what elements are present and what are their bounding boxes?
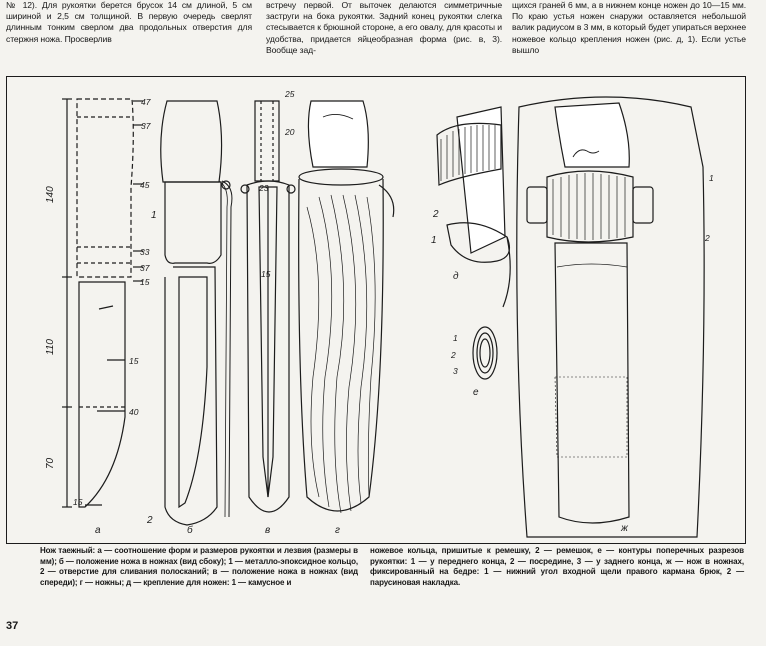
dim-37: 37 xyxy=(141,121,151,131)
label-b: б xyxy=(187,524,193,536)
dim-110: 110 xyxy=(45,339,56,355)
dim-37b: 37 xyxy=(140,263,150,273)
label-g: г xyxy=(335,525,340,536)
dim-23: 23 xyxy=(258,183,269,193)
drawing-e xyxy=(436,106,511,308)
caption-left: Нож таежный: а — соотношение форм и разм… xyxy=(40,546,358,587)
part-zh-1: 1 xyxy=(709,173,714,183)
text-column-3: щихся граней 6 мм, а в нижнем конце ноже… xyxy=(512,0,746,55)
label-a: а xyxy=(95,525,101,536)
dim-33: 33 xyxy=(140,247,150,257)
dim-15d: 15 xyxy=(261,269,271,279)
part-zh-2: 2 xyxy=(704,233,710,243)
dim-15a: 15 xyxy=(140,277,150,287)
drawing-a xyxy=(62,98,143,508)
label-v: в xyxy=(265,525,270,536)
wood-grain xyxy=(306,194,376,514)
label-zh: ж xyxy=(620,523,629,534)
dim-47: 47 xyxy=(141,97,151,107)
text-column-2: встречу первой. От выточек делаются симм… xyxy=(266,0,502,55)
part-e-1: 1 xyxy=(453,333,458,343)
knife-illustration: 140 110 70 47 37 45 33 37 15 15 40 15 а … xyxy=(45,89,714,538)
drawing-c xyxy=(240,100,296,513)
part-b-1: 1 xyxy=(151,210,157,221)
drawing-b xyxy=(160,100,233,526)
dim-25: 25 xyxy=(284,89,295,99)
dim-70: 70 xyxy=(45,457,56,469)
part-e-2: 2 xyxy=(450,350,456,360)
part-e-3: 3 xyxy=(453,366,458,376)
dim-45: 45 xyxy=(140,180,150,190)
page-number: 37 xyxy=(6,620,19,632)
part-d-1: 1 xyxy=(431,235,437,246)
caption-right: ножевое кольца, пришитые к ремешку, 2 — … xyxy=(370,546,744,587)
figure-frame: 140 110 70 47 37 45 33 37 15 15 40 15 а … xyxy=(6,76,746,544)
label-d: д xyxy=(453,271,459,282)
label-e: е xyxy=(473,387,479,398)
dim-15c: 15 xyxy=(73,497,83,507)
dim-140: 140 xyxy=(45,186,56,203)
dim-15b: 15 xyxy=(129,356,139,366)
dim-40: 40 xyxy=(129,407,139,417)
part-d-2: 2 xyxy=(432,209,439,220)
drawing-d xyxy=(298,100,395,514)
drawing-g xyxy=(516,96,705,538)
drawing-f xyxy=(472,326,498,380)
text-column-1: № 12). Для рукоятки берется брусок 14 см… xyxy=(6,0,252,44)
dim-20: 20 xyxy=(284,127,295,137)
part-b-2: 2 xyxy=(146,515,153,526)
